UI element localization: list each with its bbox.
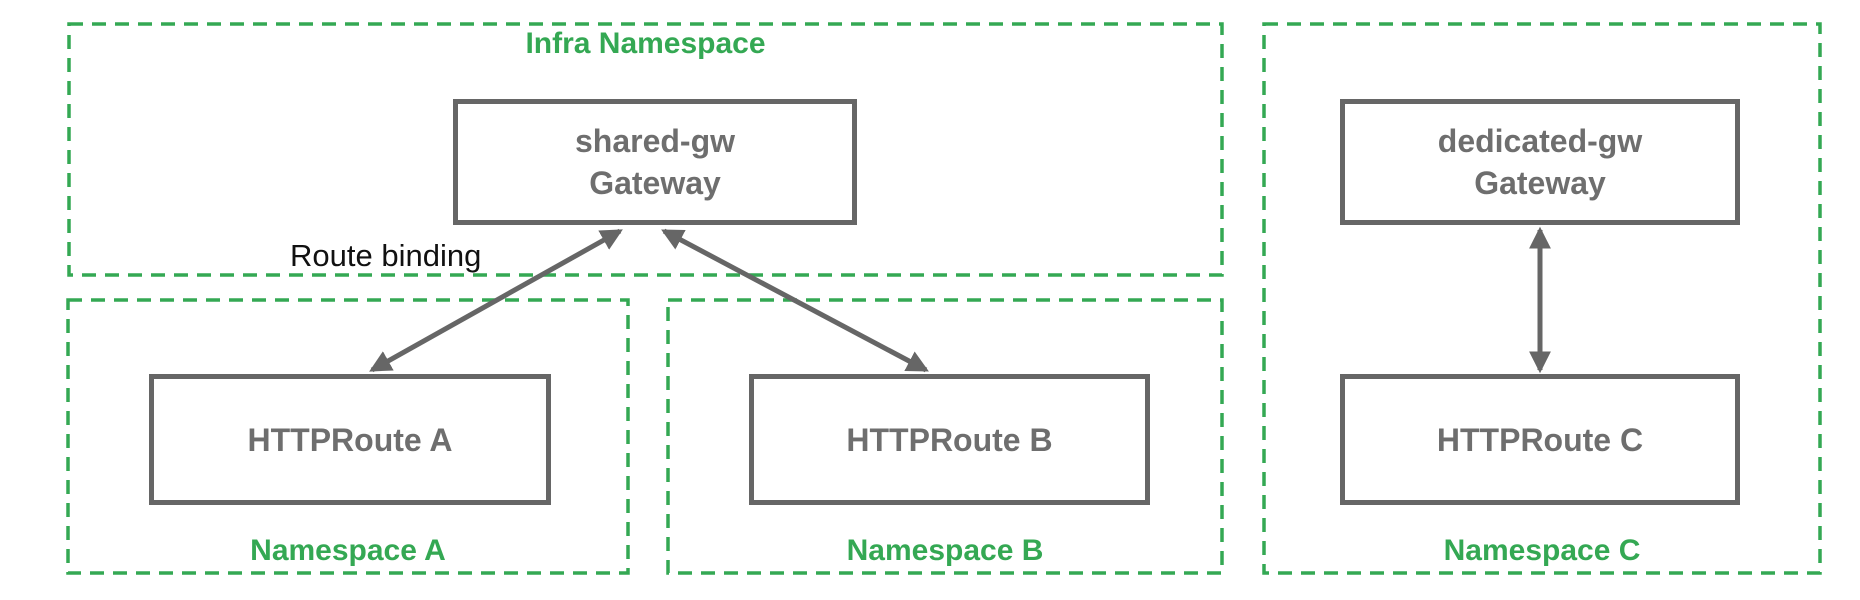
route-binding-annotation: Route binding (290, 238, 482, 273)
shared-gw-name: shared-gw (574, 123, 736, 159)
namespace-a-label: Namespace A (250, 534, 446, 567)
shared-gw-kind: Gateway (589, 165, 721, 201)
httproute-a-label: HTTPRoute A (247, 421, 453, 458)
httproute-b-node: HTTPRoute B (749, 374, 1150, 505)
namespace-c-label: Namespace C (1443, 534, 1641, 567)
shared-gw-gateway-node: shared-gw Gateway (453, 99, 857, 225)
route-binding-arrow-shared-gw-to-httproute-b (661, 228, 929, 373)
dedicated-gw-name: dedicated-gw (1437, 123, 1643, 159)
dedicated-gw-kind: Gateway (1474, 165, 1606, 201)
httproute-c-label: HTTPRoute C (1436, 421, 1644, 458)
httproute-b-label: HTTPRoute B (846, 421, 1053, 458)
infra-namespace-label: Infra Namespace (525, 27, 766, 60)
dedicated-gw-gateway-node: dedicated-gw Gateway (1340, 99, 1740, 225)
httproute-a-node: HTTPRoute A (149, 374, 551, 505)
namespace-b-label: Namespace B (846, 534, 1044, 567)
httproute-c-node: HTTPRoute C (1340, 374, 1740, 505)
